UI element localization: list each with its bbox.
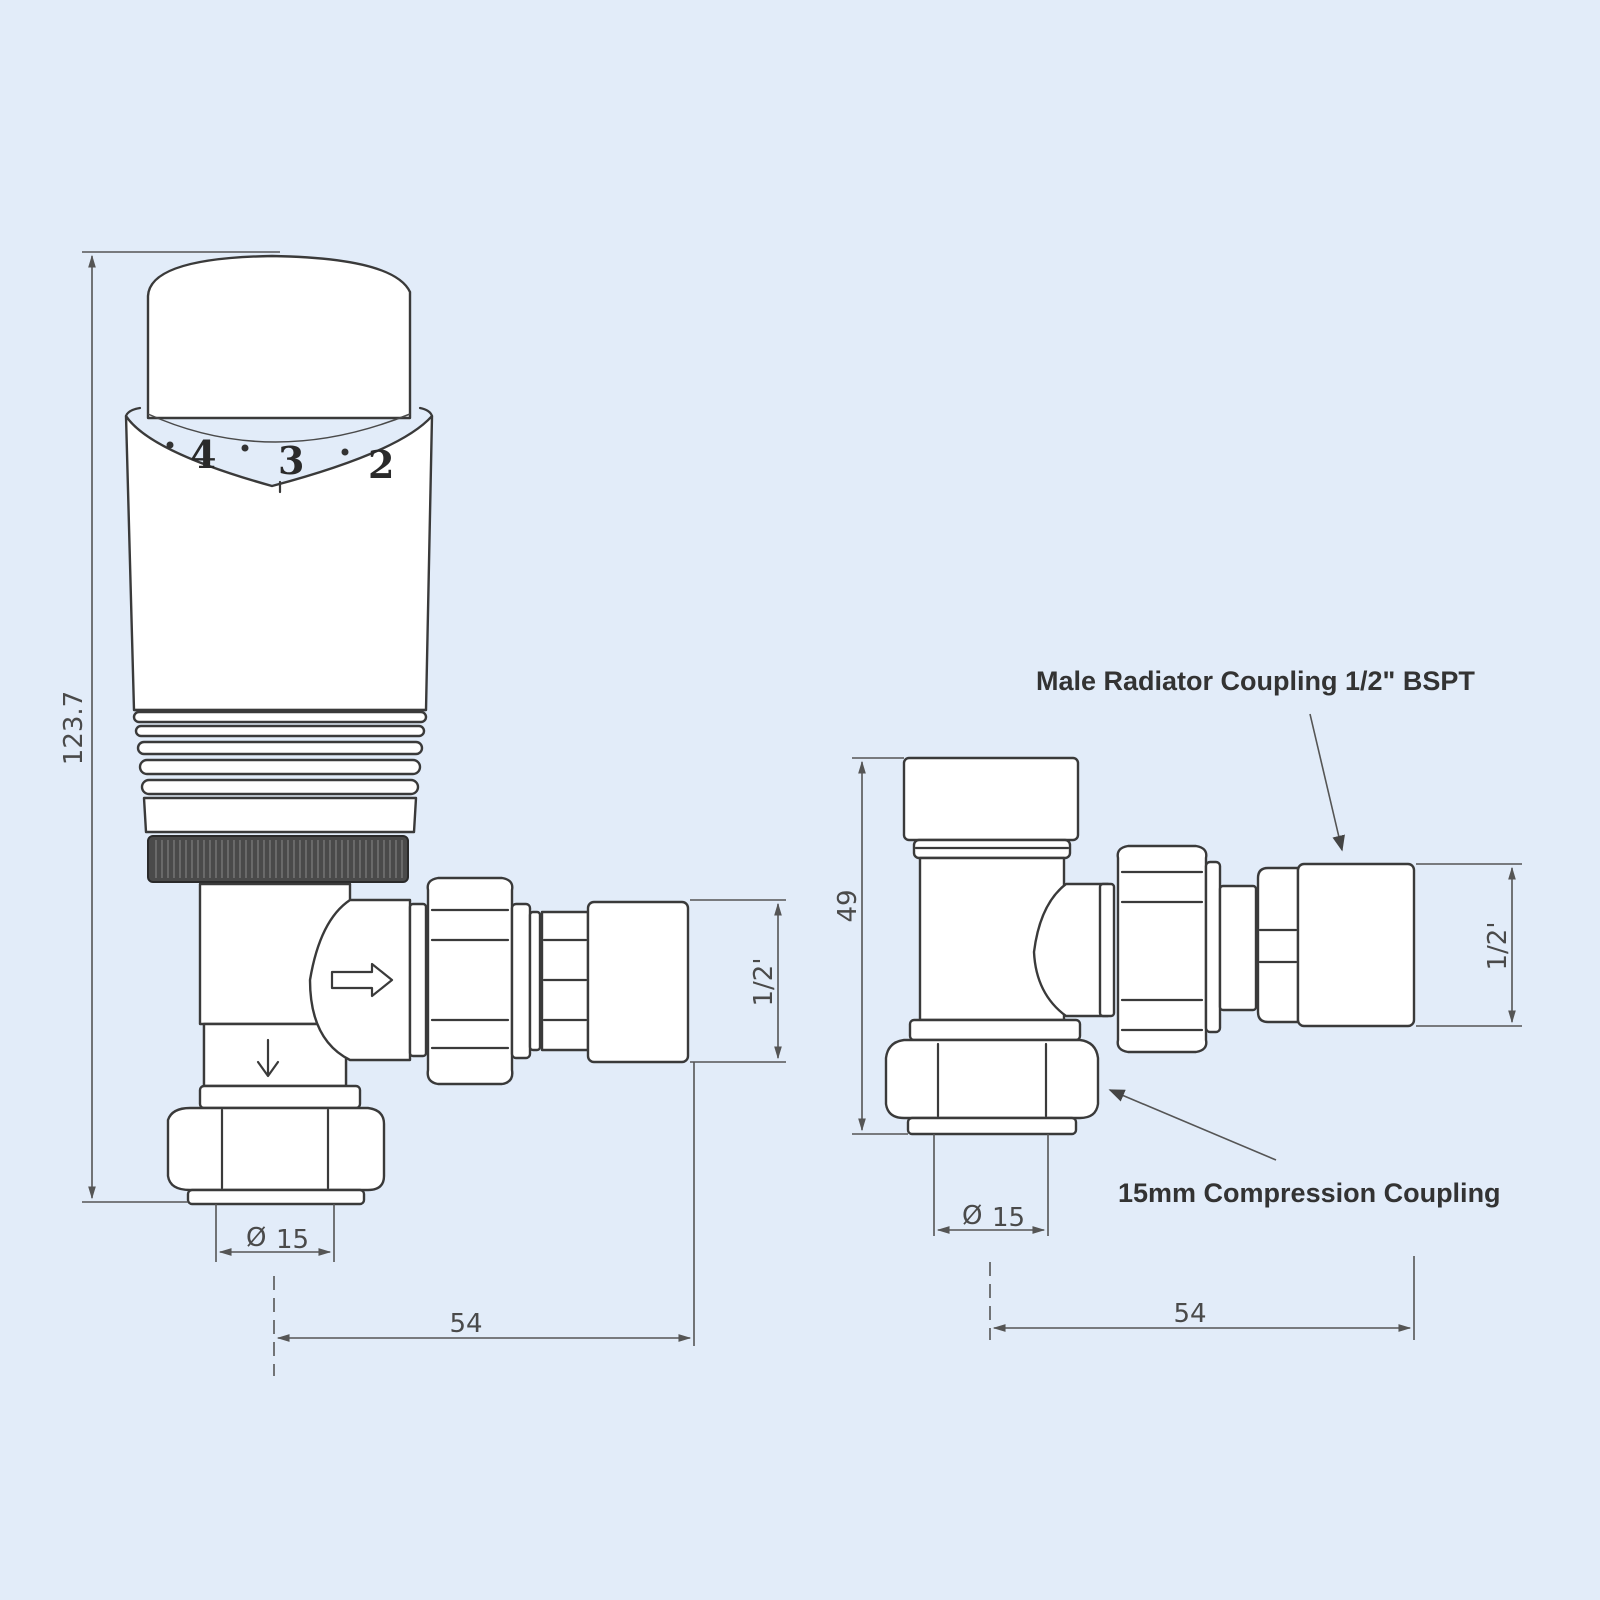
thread-dimension-left: 1/2' (690, 899, 786, 1063)
compression-coupling-label: 15mm Compression Coupling (1118, 1178, 1501, 1208)
width-dimension-right: 54 (989, 1256, 1415, 1340)
height-label-right: 49 (833, 889, 863, 922)
flow-arrow-down-icon (256, 1038, 280, 1078)
left-valve-view: 4 3 2 (59, 251, 786, 1376)
width-label-right: 54 (1173, 1299, 1206, 1329)
elbow-joint (308, 898, 412, 1062)
diameter-label-left: 15 (276, 1225, 309, 1255)
flow-arrow-right-icon (330, 962, 394, 998)
diameter-dimension-left: Ø 15 (215, 1204, 335, 1262)
tail-piece (586, 900, 690, 1064)
right-valve-view: 49 1/2' Ø 15 54 Male Radiator Coupling 1… (833, 666, 1522, 1340)
valve-head-cap (146, 254, 412, 420)
dial-number-3: 3 (278, 438, 304, 483)
thread-label-right: 1/2' (1483, 922, 1513, 971)
male-coupling-leader (1309, 713, 1345, 852)
height-dimension: 123.7 (59, 251, 280, 1203)
knurled-ring (147, 835, 409, 883)
thread-label-left: 1/2' (749, 958, 779, 1007)
diameter-dimension-right: Ø 15 (933, 1134, 1049, 1236)
height-dimension-label: 123.7 (59, 691, 89, 765)
dial-number-2: 2 (368, 442, 394, 487)
width-label-left: 54 (449, 1309, 482, 1339)
height-dimension-right: 49 (833, 757, 908, 1135)
hex-nut-horizontal (426, 876, 514, 1086)
right-tail-piece (1296, 862, 1416, 1028)
compression-coupling-leader (1108, 1089, 1277, 1161)
valve-head-body (124, 414, 434, 712)
dial-number-4: 4 (190, 432, 216, 477)
thread-dimension-right: 1/2' (1416, 863, 1522, 1027)
bottom-compression-nut (166, 1106, 386, 1192)
diameter-symbol-right-icon: Ø (962, 1201, 982, 1231)
grip-rings (132, 708, 428, 834)
diameter-label-right: 15 (992, 1203, 1025, 1233)
right-bottom-compression-nut (884, 1038, 1100, 1120)
right-hex-nut (1116, 844, 1208, 1054)
male-coupling-label: Male Radiator Coupling 1/2" BSPT (1036, 666, 1475, 696)
width-dimension-left: 54 (273, 1062, 695, 1376)
right-top-cap (902, 756, 1080, 842)
diameter-symbol-icon: Ø (246, 1223, 266, 1253)
